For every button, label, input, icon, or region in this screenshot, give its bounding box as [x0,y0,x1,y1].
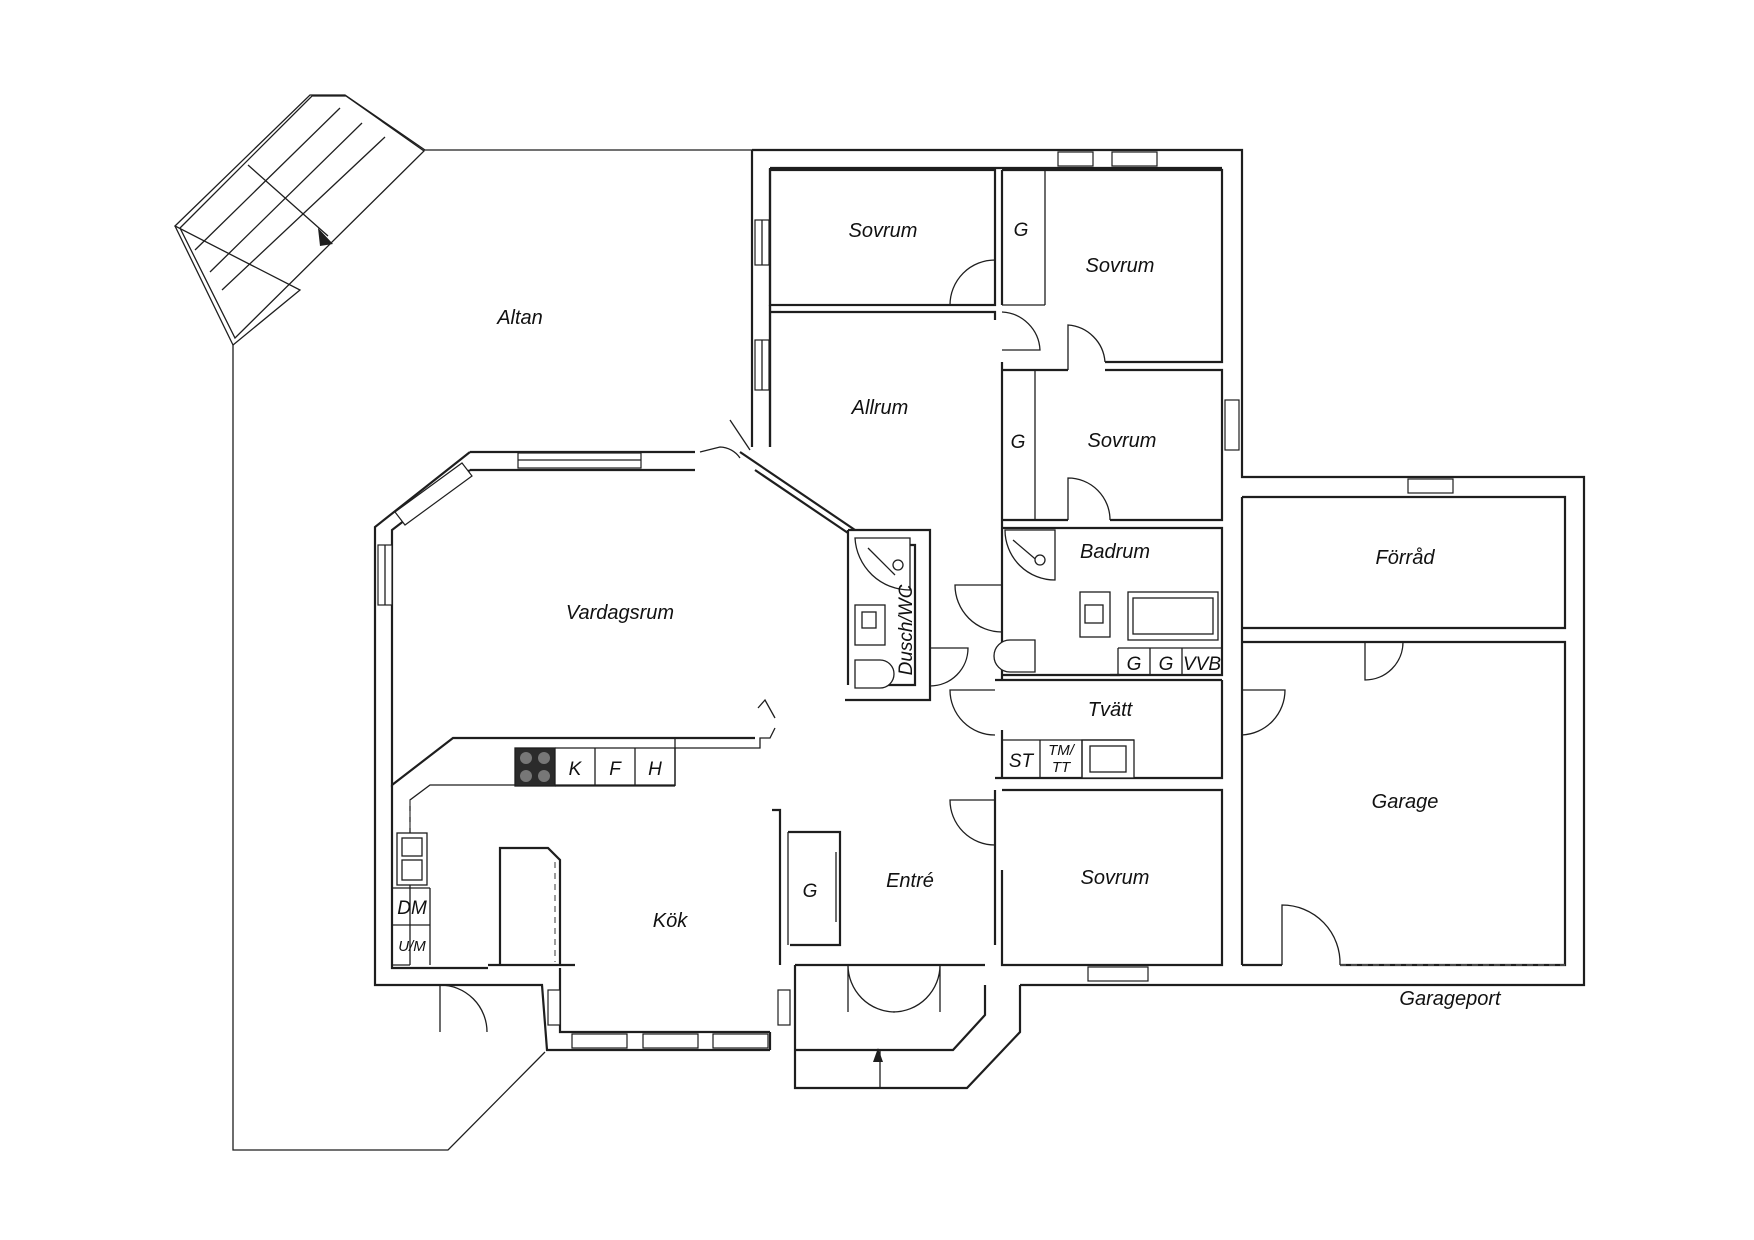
room-label-badrum: Badrum [1080,541,1150,563]
closet-label-sovrum-2: G [1014,220,1029,241]
closet-label-entre: G [803,881,818,902]
deck-steps [179,95,426,340]
fixtures [392,529,1219,1062]
room-label-sovrum-1: Sovrum [849,220,918,242]
appliance-label-um: U/M [398,938,426,955]
labels: Altan Sovrum Sovrum Allrum Sovrum Vardag… [397,220,1502,1010]
room-label-entre: Entré [886,870,934,892]
room-label-dusch-wc: Dusch/WC [896,584,917,675]
exterior-walls [373,148,1586,1090]
room-label-sovrum-4: Sovrum [1081,867,1150,889]
doors [439,259,1404,1033]
room-label-kok: Kök [653,910,688,932]
room-label-vardagsrum: Vardagsrum [566,602,674,624]
deck-outline [173,94,752,1151]
closet-label-badrum-1: G [1127,654,1142,675]
closet-label-sovrum-3: G [1011,432,1026,453]
closet-label-badrum-2: G [1159,654,1174,675]
room-label-garageport: Garageport [1399,988,1502,1010]
appliance-label-f: F [609,759,622,780]
appliance-label-dm: DM [397,898,427,919]
appliance-label-k: K [569,759,583,780]
windows [377,151,1454,1049]
room-label-tvatt: Tvätt [1088,699,1134,721]
interior-walls [392,168,1567,1088]
appliance-label-h: H [648,759,662,780]
closet-label-vvb: VVB [1183,654,1221,675]
appliance-label-tt: TT [1052,759,1072,776]
room-label-sovrum-2: Sovrum [1086,255,1155,277]
room-label-sovrum-3: Sovrum [1088,430,1157,452]
appliance-label-st: ST [1009,751,1035,772]
room-label-garage: Garage [1372,791,1439,813]
room-label-altan: Altan [496,307,543,329]
room-label-forrad: Förråd [1376,547,1436,569]
room-label-allrum: Allrum [851,397,909,419]
appliance-label-tm: TM/ [1048,742,1076,759]
